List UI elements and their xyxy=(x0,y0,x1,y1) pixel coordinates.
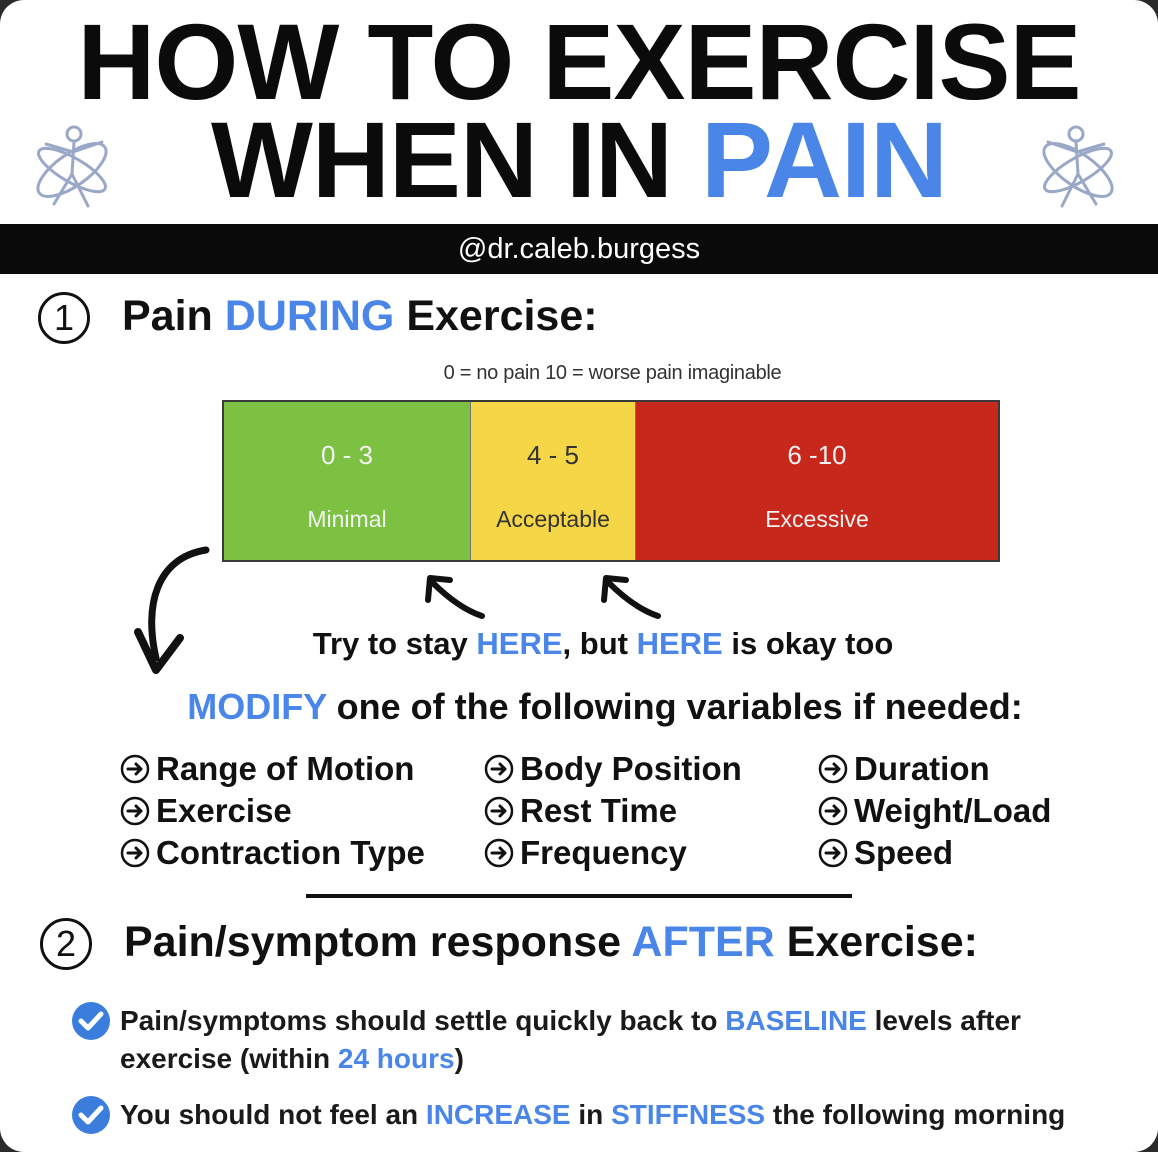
pain-scale-segment-minimal: 0 - 3 Minimal xyxy=(224,402,470,560)
check-text-highlight: BASELINE xyxy=(725,1005,867,1036)
list-item: Rest Time xyxy=(484,790,742,832)
title-line-1: HOW TO EXERCISE xyxy=(0,8,1158,116)
modify-rest: one of the following variables if needed… xyxy=(326,686,1023,727)
circle-arrow-right-icon xyxy=(484,838,514,868)
check-item-stiffness: You should not feel an INCREASE in STIFF… xyxy=(70,1096,1065,1136)
check-text-part: the following morning xyxy=(765,1099,1066,1130)
section-2-heading-suffix: Exercise: xyxy=(774,918,978,966)
check-item-baseline: Pain/symptoms should settle quickly back… xyxy=(70,1002,1021,1078)
stick-figure-logo-icon xyxy=(1042,125,1114,208)
circle-arrow-right-icon xyxy=(484,754,514,784)
pain-scale-segment-excessive: 6 -10 Excessive xyxy=(636,402,998,560)
list-item: Weight/Load xyxy=(818,790,1051,832)
title-line-2: WHEN IN PAIN xyxy=(0,106,1158,214)
check-text-part: levels after xyxy=(866,1005,1021,1036)
circle-arrow-right-icon xyxy=(818,796,848,826)
circle-arrow-right-icon xyxy=(818,754,848,784)
circle-arrow-right-icon xyxy=(484,796,514,826)
variable-label: Exercise xyxy=(156,792,292,829)
modify-instruction: MODIFY one of the following variables if… xyxy=(26,686,1158,728)
check-text-highlight: STIFFNESS xyxy=(611,1099,766,1130)
check-text-part: Pain/symptoms should settle quickly back… xyxy=(120,1005,726,1036)
pain-level-label: Excessive xyxy=(765,506,869,532)
check-circle-icon xyxy=(72,1096,110,1134)
guidance-here-highlight: HERE xyxy=(476,626,563,661)
circle-arrow-right-icon xyxy=(120,754,150,784)
guidance-part: , but xyxy=(562,626,637,661)
title-text-1: HOW TO EXERCISE xyxy=(77,1,1081,122)
pain-level-label: Acceptable xyxy=(496,506,610,532)
guidance-text: Try to stay HERE, but HERE is okay too xyxy=(24,626,1158,662)
check-item-line: Pain/symptoms should settle quickly back… xyxy=(120,1002,1021,1040)
section-2-heading: Pain/symptom response AFTER Exercise: xyxy=(124,917,978,967)
stick-figure-logo-icon xyxy=(36,125,108,208)
arrow-up-left-icon xyxy=(601,575,661,619)
pain-range: 6 -10 xyxy=(787,440,847,470)
variable-label: Frequency xyxy=(520,834,687,871)
list-item: Range of Motion xyxy=(120,748,425,790)
list-item: Contraction Type xyxy=(120,832,425,874)
check-text-part: You should not feel an xyxy=(120,1099,426,1130)
guidance-part: Try to stay xyxy=(312,626,477,661)
circle-arrow-right-icon xyxy=(120,838,150,868)
section-2-heading-highlight: AFTER xyxy=(631,918,775,966)
section-2-heading-prefix: Pain/symptom response xyxy=(124,918,632,966)
title-text-2-prefix: WHEN IN xyxy=(211,99,701,220)
pain-range: 0 - 3 xyxy=(320,440,374,470)
check-item-line: exercise (within 24 hours) xyxy=(120,1040,1021,1078)
check-text-highlight: 24 hours xyxy=(337,1043,455,1074)
check-text-part: in xyxy=(570,1099,612,1130)
list-item: Frequency xyxy=(484,832,742,874)
pain-level-label: Minimal xyxy=(307,506,387,532)
guidance-here-highlight: HERE xyxy=(636,626,723,661)
title-text-2-highlight: PAIN xyxy=(700,99,948,220)
circle-arrow-right-icon xyxy=(120,796,150,826)
variables-column-2: Body Position Rest Time Frequency xyxy=(484,748,742,874)
check-text-part: ) xyxy=(454,1043,464,1074)
arrow-up-left-icon xyxy=(425,575,485,619)
check-item-text: Pain/symptoms should settle quickly back… xyxy=(120,1002,1021,1078)
curved-arrow-down-icon xyxy=(134,546,210,674)
variable-label: Range of Motion xyxy=(156,750,415,787)
variable-label: Contraction Type xyxy=(156,834,425,871)
pain-scale-note: 0 = no pain 10 = worse pain imaginable xyxy=(443,362,782,384)
section-divider xyxy=(306,894,852,898)
circle-arrow-right-icon xyxy=(818,838,848,868)
list-item: Exercise xyxy=(120,790,425,832)
variable-label: Rest Time xyxy=(520,792,678,829)
list-item: Speed xyxy=(818,832,1051,874)
section-1-heading-suffix: Exercise: xyxy=(394,292,598,340)
guidance-part: is okay too xyxy=(722,626,894,661)
check-text-part: exercise (within xyxy=(120,1043,338,1074)
variable-label: Weight/Load xyxy=(854,792,1052,829)
modify-highlight: MODIFY xyxy=(187,686,327,727)
variables-column-1: Range of Motion Exercise Contraction Typ… xyxy=(120,748,425,874)
list-item: Duration xyxy=(818,748,1051,790)
check-circle-icon xyxy=(72,1002,110,1040)
author-handle-bar: @dr.caleb.burgess xyxy=(0,224,1158,274)
section-1-heading-prefix: Pain xyxy=(122,292,225,340)
section-number-2: 2 xyxy=(40,918,92,970)
author-handle: @dr.caleb.burgess xyxy=(457,233,701,265)
section-number-1: 1 xyxy=(38,292,90,344)
pain-scale-segment-acceptable: 4 - 5 Acceptable xyxy=(470,402,636,560)
pain-scale: 0 - 3 Minimal 4 - 5 Acceptable 6 -10 Exc… xyxy=(222,400,1000,562)
check-item-text: You should not feel an INCREASE in STIFF… xyxy=(120,1096,1065,1134)
variable-label: Body Position xyxy=(520,750,742,787)
list-item: Body Position xyxy=(484,748,742,790)
section-1-heading-highlight: DURING xyxy=(224,292,395,340)
pain-range: 4 - 5 xyxy=(526,440,580,470)
check-text-highlight: INCREASE xyxy=(425,1099,571,1130)
variables-column-3: Duration Weight/Load Speed xyxy=(818,748,1051,874)
section-1-heading: Pain DURING Exercise: xyxy=(122,291,598,341)
variable-label: Speed xyxy=(854,834,954,871)
variable-label: Duration xyxy=(854,750,990,787)
